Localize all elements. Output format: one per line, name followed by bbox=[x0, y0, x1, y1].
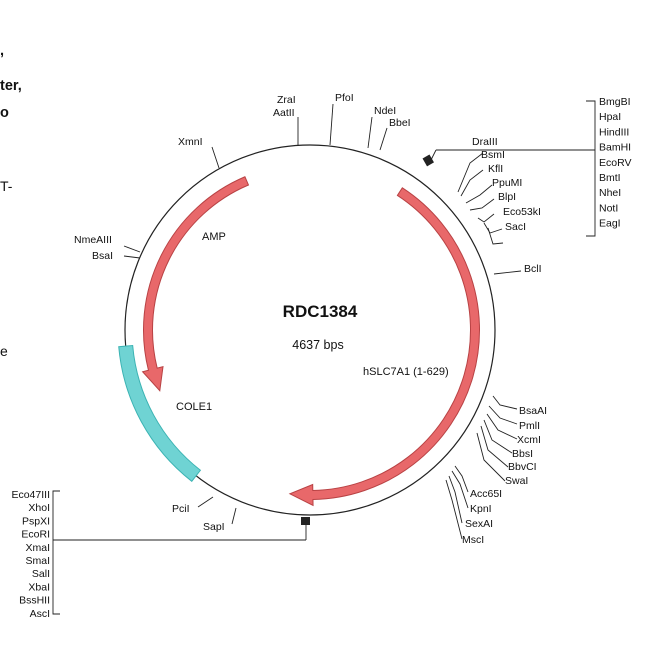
mcs1-site-bmti: BmtI bbox=[599, 172, 621, 184]
feature-arc-hslc7a1 bbox=[288, 187, 480, 507]
mcs2-site-eco47iii: Eco47III bbox=[11, 489, 50, 501]
site-label-bsaai: BsaAI bbox=[519, 405, 547, 417]
mcs1-marker bbox=[422, 154, 434, 167]
site-leaders bbox=[52, 100, 596, 615]
mcs1-site-eagi: EagI bbox=[599, 218, 621, 230]
site-labels: ZraI AatII PfoI NdeI BbeI XmnI NmeAIII B… bbox=[74, 92, 547, 546]
site-label-bsmi: BsmI bbox=[481, 149, 505, 161]
side-text-2: ter, bbox=[0, 78, 22, 94]
feature-label-cole1: COLE1 bbox=[176, 401, 212, 413]
site-label-zrai: ZraI bbox=[277, 94, 296, 106]
site-label-bcli: BclI bbox=[524, 263, 542, 275]
mcs2-site-bsshii: BssHII bbox=[19, 595, 50, 607]
mcs2-site-ecori: EcoRI bbox=[21, 529, 50, 541]
site-label-ndei: NdeI bbox=[374, 105, 396, 117]
mcs2-site-pspxi: PspXI bbox=[22, 515, 50, 527]
plasmid-backbone bbox=[124, 144, 496, 516]
mcs1-site-hpai: HpaI bbox=[599, 111, 621, 123]
site-label-bbvci: BbvCI bbox=[508, 461, 537, 473]
side-text-5: e bbox=[0, 343, 8, 359]
site-label-kfli: KflI bbox=[488, 163, 503, 175]
feature-arc-cole1 bbox=[118, 344, 202, 483]
site-label-ppumi: PpuMI bbox=[492, 177, 522, 189]
mcs2-site-xhoi: XhoI bbox=[28, 502, 50, 514]
mcs2-site-asci: AscI bbox=[30, 608, 50, 620]
site-label-draiii: DraIII bbox=[472, 136, 498, 148]
site-label-aatii: AatII bbox=[273, 107, 295, 119]
site-label-bbsi: BbsI bbox=[512, 448, 533, 460]
site-label-pfoi: PfoI bbox=[335, 92, 354, 104]
site-label-blpi: BlpI bbox=[498, 191, 516, 203]
mcs1-site-nhei: NheI bbox=[599, 187, 621, 199]
site-label-eco53ki: Eco53kI bbox=[503, 206, 541, 218]
site-label-nmeaiii: NmeAIII bbox=[74, 234, 112, 246]
site-label-pmli: PmlI bbox=[519, 420, 540, 432]
site-label-msci: MscI bbox=[462, 534, 484, 546]
mcs2-site-smai: SmaI bbox=[25, 555, 50, 567]
mcs2-site-xmai: XmaI bbox=[25, 542, 50, 554]
feature-label-hslc7a1: hSLC7A1 (1-629) bbox=[363, 366, 449, 378]
site-label-saci: SacI bbox=[505, 221, 526, 233]
mcs1-site-bamhi: BamHI bbox=[599, 142, 631, 154]
feature-label-amp: AMP bbox=[202, 231, 226, 243]
side-text-1: , bbox=[0, 43, 5, 59]
mcs1-site-ecorv: EcoRV bbox=[599, 157, 632, 169]
site-label-kpni: KpnI bbox=[470, 503, 492, 515]
mcs1-site-hindiii: HindIII bbox=[599, 126, 629, 138]
mcs2-site-xbai: XbaI bbox=[28, 581, 50, 593]
site-label-xcmi: XcmI bbox=[517, 434, 541, 446]
site-label-sexai: SexAI bbox=[465, 518, 493, 530]
side-text-3: o bbox=[0, 105, 9, 121]
site-label-pcii: PciI bbox=[172, 503, 190, 515]
side-text-4: T- bbox=[0, 178, 13, 194]
site-label-acc65i: Acc65I bbox=[470, 488, 502, 500]
plasmid-size: 4637 bps bbox=[292, 338, 343, 352]
site-label-swai: SwaI bbox=[505, 475, 528, 487]
mcs2-site-sali: SalI bbox=[32, 568, 50, 580]
feature-arc-amp bbox=[141, 176, 250, 392]
mcs2-marker bbox=[301, 517, 310, 525]
mcs1-site-list: BmgBI HpaI HindIII BamHI EcoRV BmtI NheI NotI Ea… bbox=[599, 96, 632, 230]
site-label-bsai: BsaI bbox=[92, 250, 113, 262]
plasmid-name: RDC1384 bbox=[283, 302, 358, 321]
mcs1-site-noti: NotI bbox=[599, 202, 618, 214]
site-label-sapi: SapI bbox=[203, 521, 225, 533]
site-label-xmni: XmnI bbox=[178, 136, 203, 148]
mcs1-site-bmgbi: BmgBI bbox=[599, 96, 631, 108]
site-label-bbei: BbeI bbox=[389, 117, 411, 129]
